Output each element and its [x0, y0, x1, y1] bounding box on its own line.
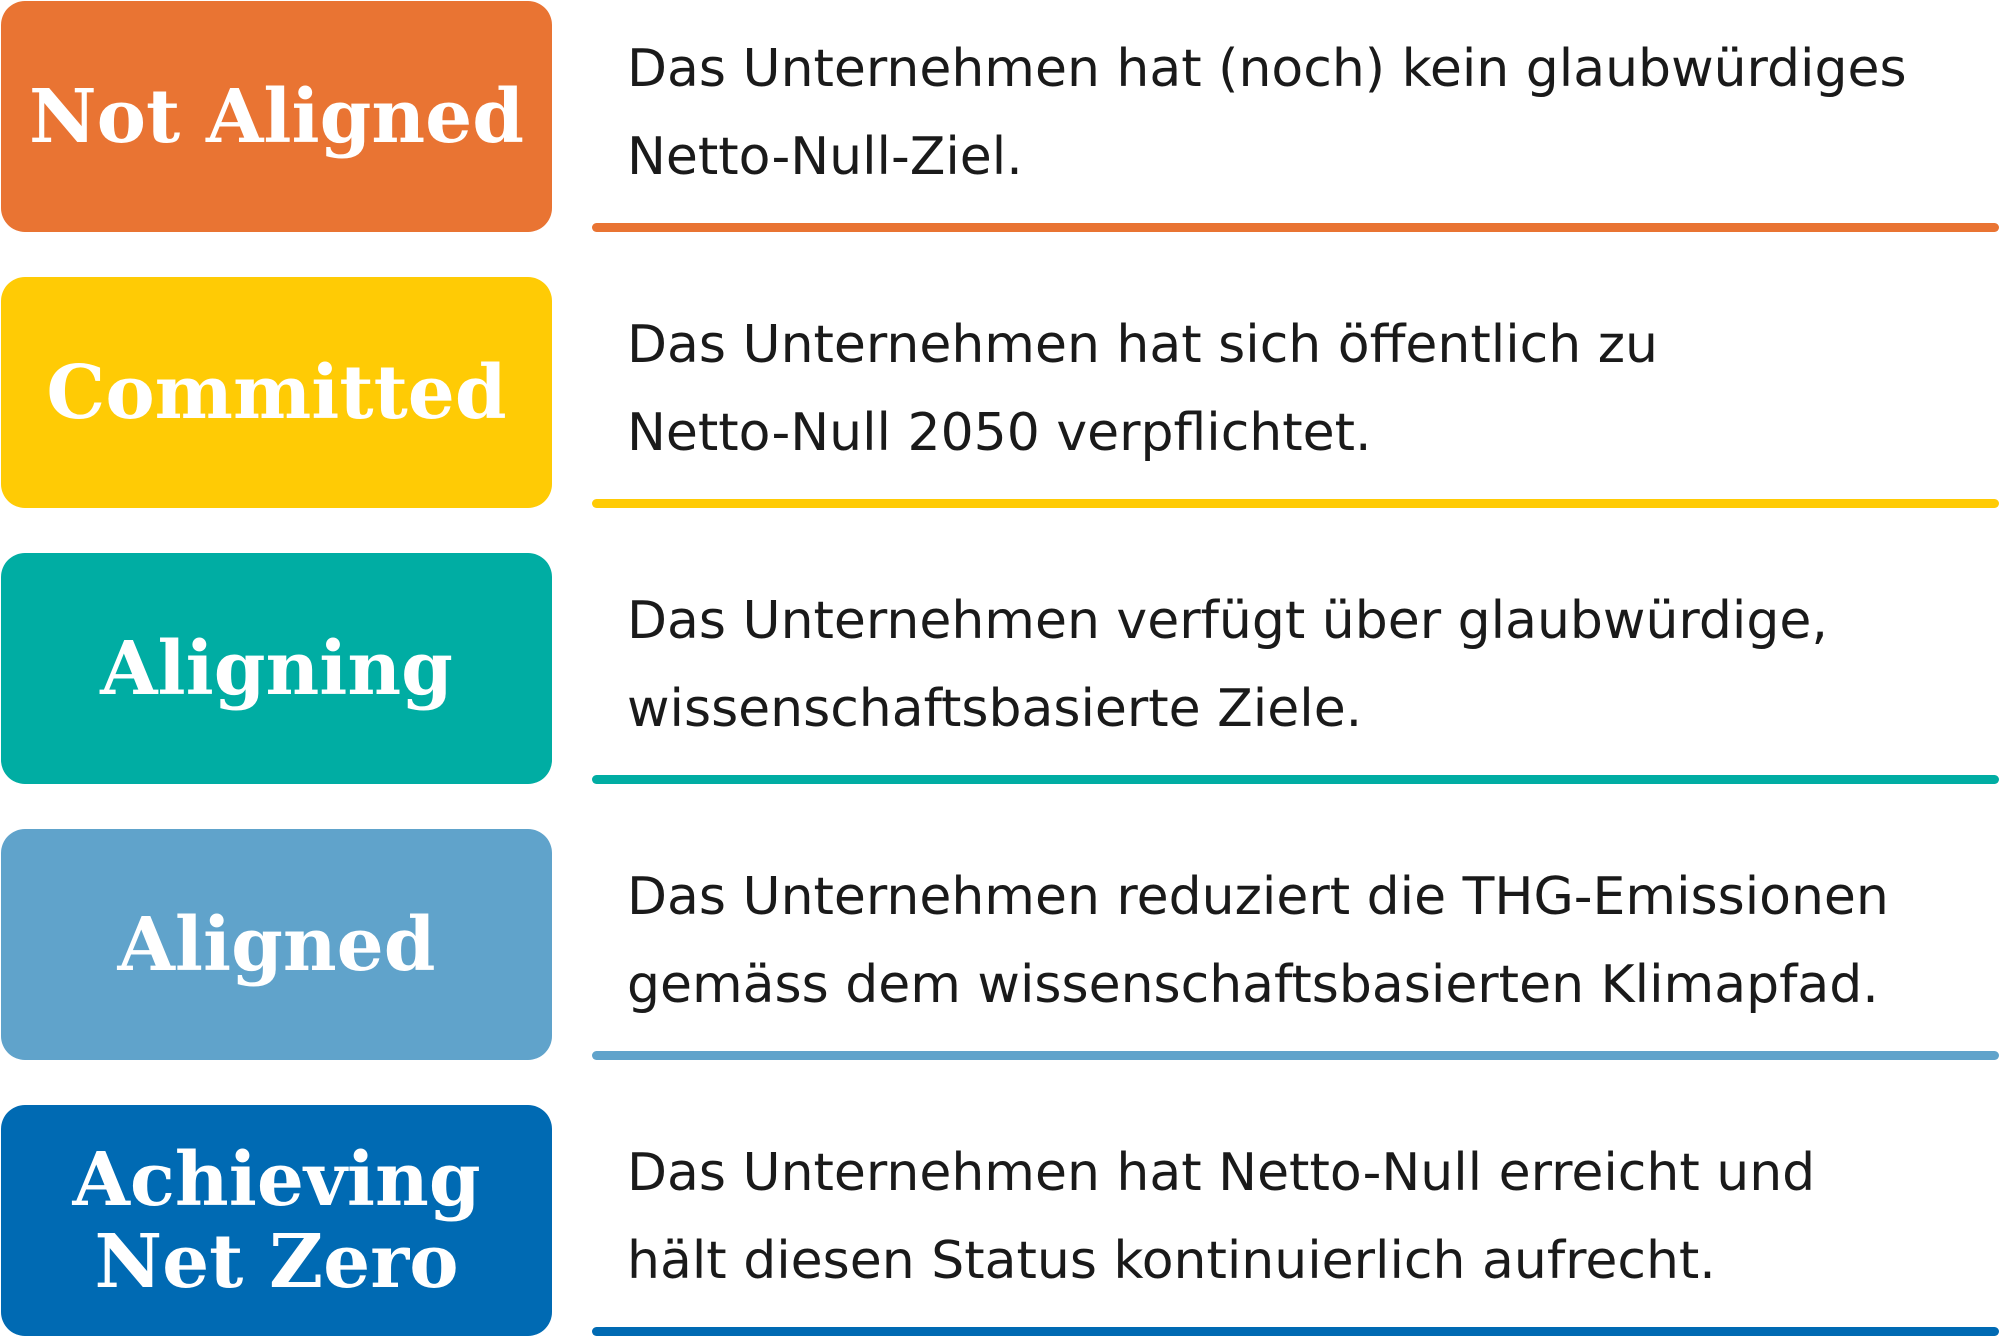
description-line: gemäss dem wissenschaftsbasierten Klimap… — [627, 955, 1879, 1015]
level-description: Das Unternehmen hat (noch) kein glaubwür… — [627, 25, 1997, 201]
description-line: Das Unternehmen hat Netto-Null erreicht … — [627, 1143, 1816, 1203]
level-label: Not Aligned — [29, 73, 524, 160]
level-description: Das Unternehmen reduziert die THG-Emissi… — [627, 853, 1997, 1029]
level-label: Aligned — [117, 901, 436, 988]
description-line: Das Unternehmen hat sich öffentlich zu — [627, 315, 1658, 375]
level-row-aligned: Aligned Das Unternehmen reduziert die TH… — [0, 829, 2000, 1061]
level-divider — [592, 1327, 1999, 1336]
description-line: Netto-Null-Ziel. — [627, 127, 1023, 187]
level-description: Das Unternehmen hat Netto-Null erreicht … — [627, 1129, 1997, 1305]
level-label: Aligning — [100, 625, 453, 712]
level-badge: Not Aligned — [1, 1, 552, 232]
level-label: Committed — [46, 349, 507, 436]
level-badge: Aligned — [1, 829, 552, 1060]
level-badge: Achieving Net Zero — [1, 1105, 552, 1336]
level-row-aligning: Aligning Das Unternehmen verfügt über gl… — [0, 553, 2000, 785]
level-badge: Aligning — [1, 553, 552, 784]
level-divider — [592, 223, 1999, 232]
level-badge: Committed — [1, 277, 552, 508]
level-divider — [592, 499, 1999, 508]
description-line: Das Unternehmen reduziert die THG-Emissi… — [627, 867, 1889, 927]
level-description: Das Unternehmen verfügt über glaubwürdig… — [627, 577, 1997, 753]
description-line: Netto-Null 2050 verpflichtet. — [627, 403, 1372, 463]
level-label: Achieving Net Zero — [72, 1136, 481, 1305]
description-line: Das Unternehmen verfügt über glaubwürdig… — [627, 591, 1828, 651]
level-row-committed: Committed Das Unternehmen hat sich öffen… — [0, 277, 2000, 509]
description-line: Das Unternehmen hat (noch) kein glaubwür… — [627, 39, 1907, 99]
level-divider — [592, 775, 1999, 784]
level-row-achieving-net-zero: Achieving Net Zero Das Unternehmen hat N… — [0, 1105, 2000, 1337]
description-line: wissenschaftsbasierte Ziele. — [627, 679, 1363, 739]
level-divider — [592, 1051, 1999, 1060]
level-description: Das Unternehmen hat sich öffentlich zu N… — [627, 301, 1997, 477]
description-line: hält diesen Status kontinuierlich aufrec… — [627, 1231, 1716, 1291]
level-row-not-aligned: Not Aligned Das Unternehmen hat (noch) k… — [0, 1, 2000, 233]
